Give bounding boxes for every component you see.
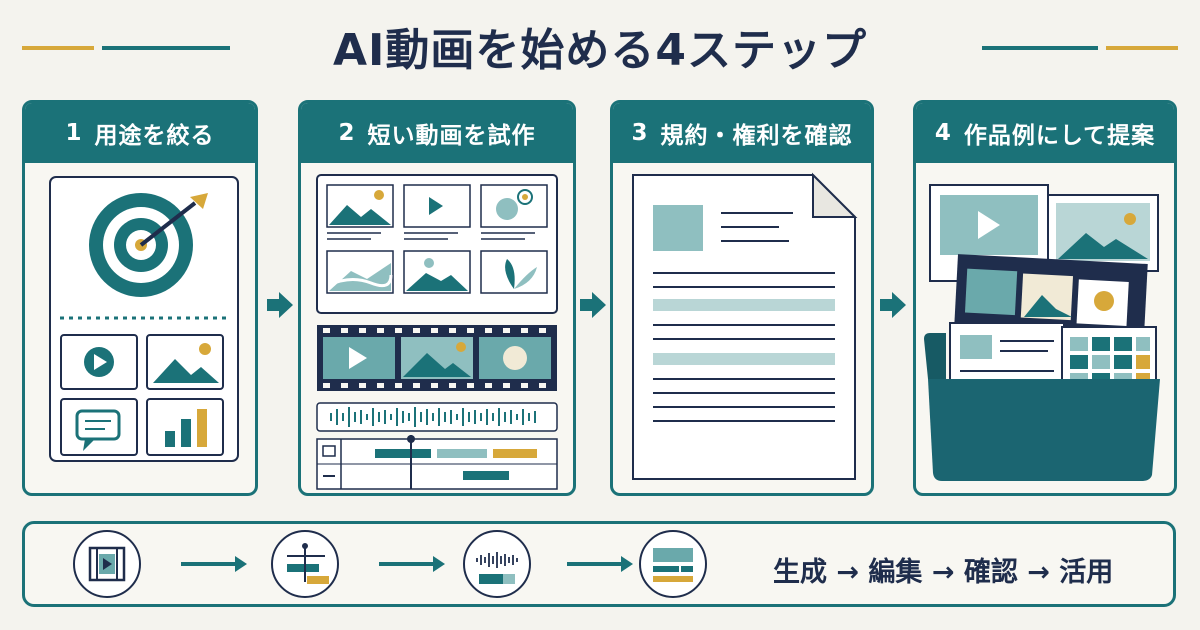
arrow-right-icon [580,292,606,318]
arrow-right-icon [267,292,293,318]
step-label: 用途を絞る [94,123,215,149]
workflow-bar: 生成 → 編集 → 確認 → 活用 [22,521,1176,607]
timeline-icon [316,435,558,490]
step-card-1: 1 用途を絞る [22,100,258,496]
arrow-right-icon [181,556,247,572]
waveform-icon [476,552,518,584]
folder-icon [924,333,1160,481]
check-circle [463,530,531,598]
title-rule-gold-left [22,46,94,50]
workflow-text: 生成 → 編集 → 確認 → 活用 [773,557,1114,588]
arrow-right-icon [379,556,445,572]
step-number: 1 [65,120,83,146]
step-4-illustration [924,184,1160,481]
bar-chart-icon [165,409,207,447]
step-1-illustration [49,176,239,462]
title-rule-teal-left [102,46,230,50]
title-rule-teal-right [982,46,1098,50]
waveform-icon [330,407,536,427]
film-circle [73,530,141,598]
step-3-illustration [632,172,858,480]
edit-circle [271,530,339,598]
step-number: 3 [631,120,649,146]
film-strip-icon [954,254,1148,336]
step-header: 3 規約・権利を確認 [613,103,871,163]
step-label: 短い動画を試作 [367,123,536,149]
arrow-right-icon [567,556,633,572]
target-icon [89,193,208,297]
image-icon [153,343,219,383]
arrow-right-icon [880,292,906,318]
play-icon [84,347,114,377]
step-card-2: 2 短い動画を試作 [298,100,576,496]
film-icon [88,546,126,582]
step-label: 規約・権利を確認 [660,123,853,149]
chat-icon [75,409,121,451]
step-header: 2 短い動画を試作 [301,103,573,163]
timeline-icon [287,543,329,584]
film-strip-icon [317,325,557,391]
step-header: 4 作品例にして提案 [916,103,1174,163]
use-circle [639,530,707,598]
step-header: 1 用途を絞る [25,103,255,163]
title-rule-gold-right [1106,46,1178,50]
document-icon [632,172,858,480]
step-number: 2 [338,120,356,146]
page-title: AI動画を始める4ステップ [332,25,868,76]
step-label: 作品例にして提案 [963,123,1156,149]
step-card-4: 4 作品例にして提案 [913,100,1177,496]
header: AI動画を始める4ステップ [0,0,1200,95]
step-2-illustration [316,174,558,490]
step-number: 4 [934,120,952,146]
step-card-3: 3 規約・権利を確認 [610,100,874,496]
layout-icon [653,548,693,582]
